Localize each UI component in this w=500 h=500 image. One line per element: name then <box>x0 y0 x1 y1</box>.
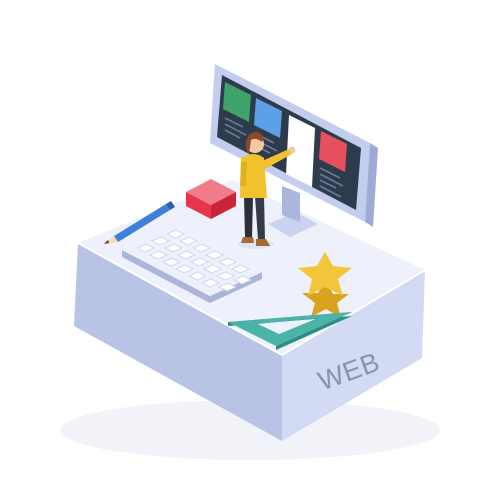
set-square-icon <box>228 312 352 350</box>
cube-left <box>186 192 211 219</box>
monitor-stand-base <box>268 212 318 237</box>
tile-white <box>286 115 315 187</box>
tile-green <box>223 82 251 122</box>
platform-right-face <box>282 270 425 441</box>
person-arm <box>260 149 292 170</box>
tile-blue <box>254 98 282 138</box>
star-shadow <box>302 280 349 318</box>
person-back-arm <box>240 162 247 186</box>
star-shape <box>298 252 352 296</box>
person-leg-right <box>255 196 265 240</box>
person-figure <box>238 131 296 249</box>
star-icon <box>298 252 352 318</box>
person-leg-left <box>244 196 253 238</box>
person-shoe-left <box>241 237 254 243</box>
keyboard-icon <box>122 225 262 303</box>
monitor-icon <box>210 64 378 237</box>
pencil-lead <box>104 240 109 244</box>
platform-edge <box>77 242 426 357</box>
cube-icon <box>186 179 236 219</box>
platform-left-face <box>74 243 282 441</box>
person-hair <box>245 131 263 154</box>
keyboard-keys <box>136 229 252 292</box>
person-hand <box>288 146 296 154</box>
pencil-body <box>114 204 170 242</box>
platform-shadow <box>60 400 440 460</box>
cube-right <box>211 192 236 219</box>
set-square <box>228 312 352 346</box>
pencil-cap <box>166 201 175 210</box>
tile-red <box>319 131 347 172</box>
pencil-icon <box>104 201 175 244</box>
person-shoe-right <box>256 239 270 246</box>
monitor-stand-neck <box>282 186 300 222</box>
monitor-frame-side <box>365 143 378 227</box>
